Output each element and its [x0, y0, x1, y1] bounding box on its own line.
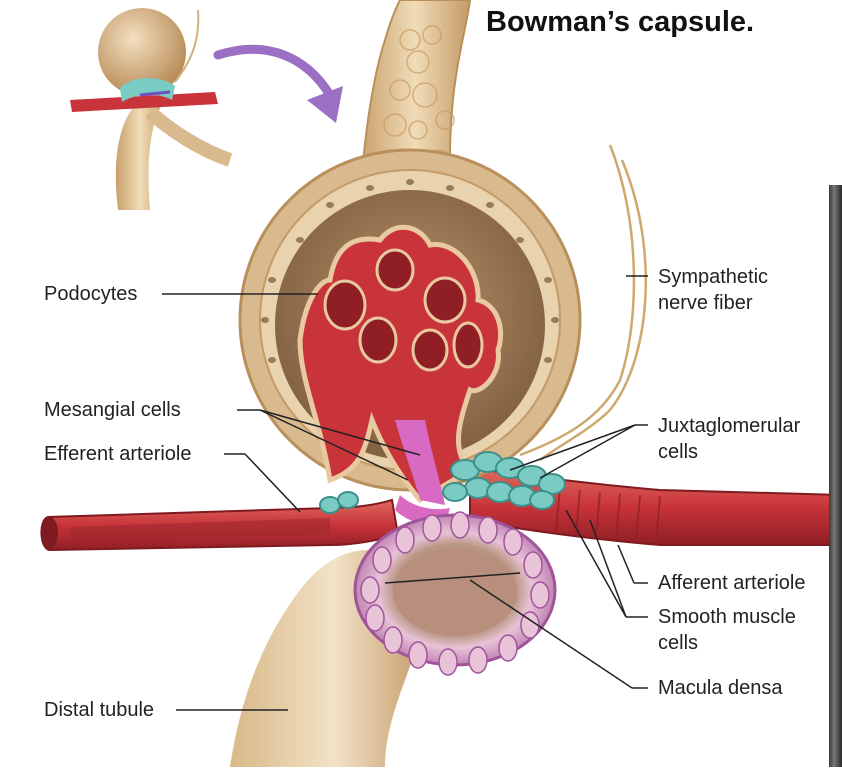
label-sympathetic-nerve-fiber: Sympathetic nerve fiber: [658, 264, 768, 316]
label-juxta-line1: Juxtaglomerular: [658, 415, 801, 437]
label-afferent-arteriole: Afferent arteriole: [658, 572, 806, 594]
adjacent-photo-edge: [829, 185, 842, 767]
sympathetic-nerve-fiber: [519, 144, 648, 462]
inset-thumbnail: [70, 8, 233, 210]
label-efferent-arteriole: Efferent arteriole: [44, 443, 192, 465]
diagram-title: Bowman’s capsule.: [486, 6, 755, 38]
glomerulus: [297, 224, 504, 504]
label-smooth-muscle-cells: Smooth muscle cells: [658, 604, 796, 656]
juxtaglomerular-cells: [319, 451, 566, 514]
label-mesangial-cells: Mesangial cells: [44, 399, 181, 421]
zoom-arrow: [213, 44, 343, 123]
label-sympathetic-line2: nerve fiber: [658, 292, 753, 314]
label-sympathetic-line1: Sympathetic: [658, 266, 769, 288]
label-juxta-line2: cells: [658, 441, 699, 463]
label-juxtaglomerular-cells: Juxtaglomerular cells: [658, 413, 800, 465]
label-macula-densa: Macula densa: [658, 677, 783, 699]
label-smooth-line2: cells: [658, 632, 699, 654]
macula-densa: [353, 511, 557, 676]
label-podocytes: Podocytes: [44, 283, 138, 305]
label-smooth-line1: Smooth muscle: [658, 606, 796, 628]
efferent-arteriole: [40, 498, 400, 552]
leader-lines: [162, 275, 648, 711]
label-distal-tubule: Distal tubule: [44, 699, 155, 721]
